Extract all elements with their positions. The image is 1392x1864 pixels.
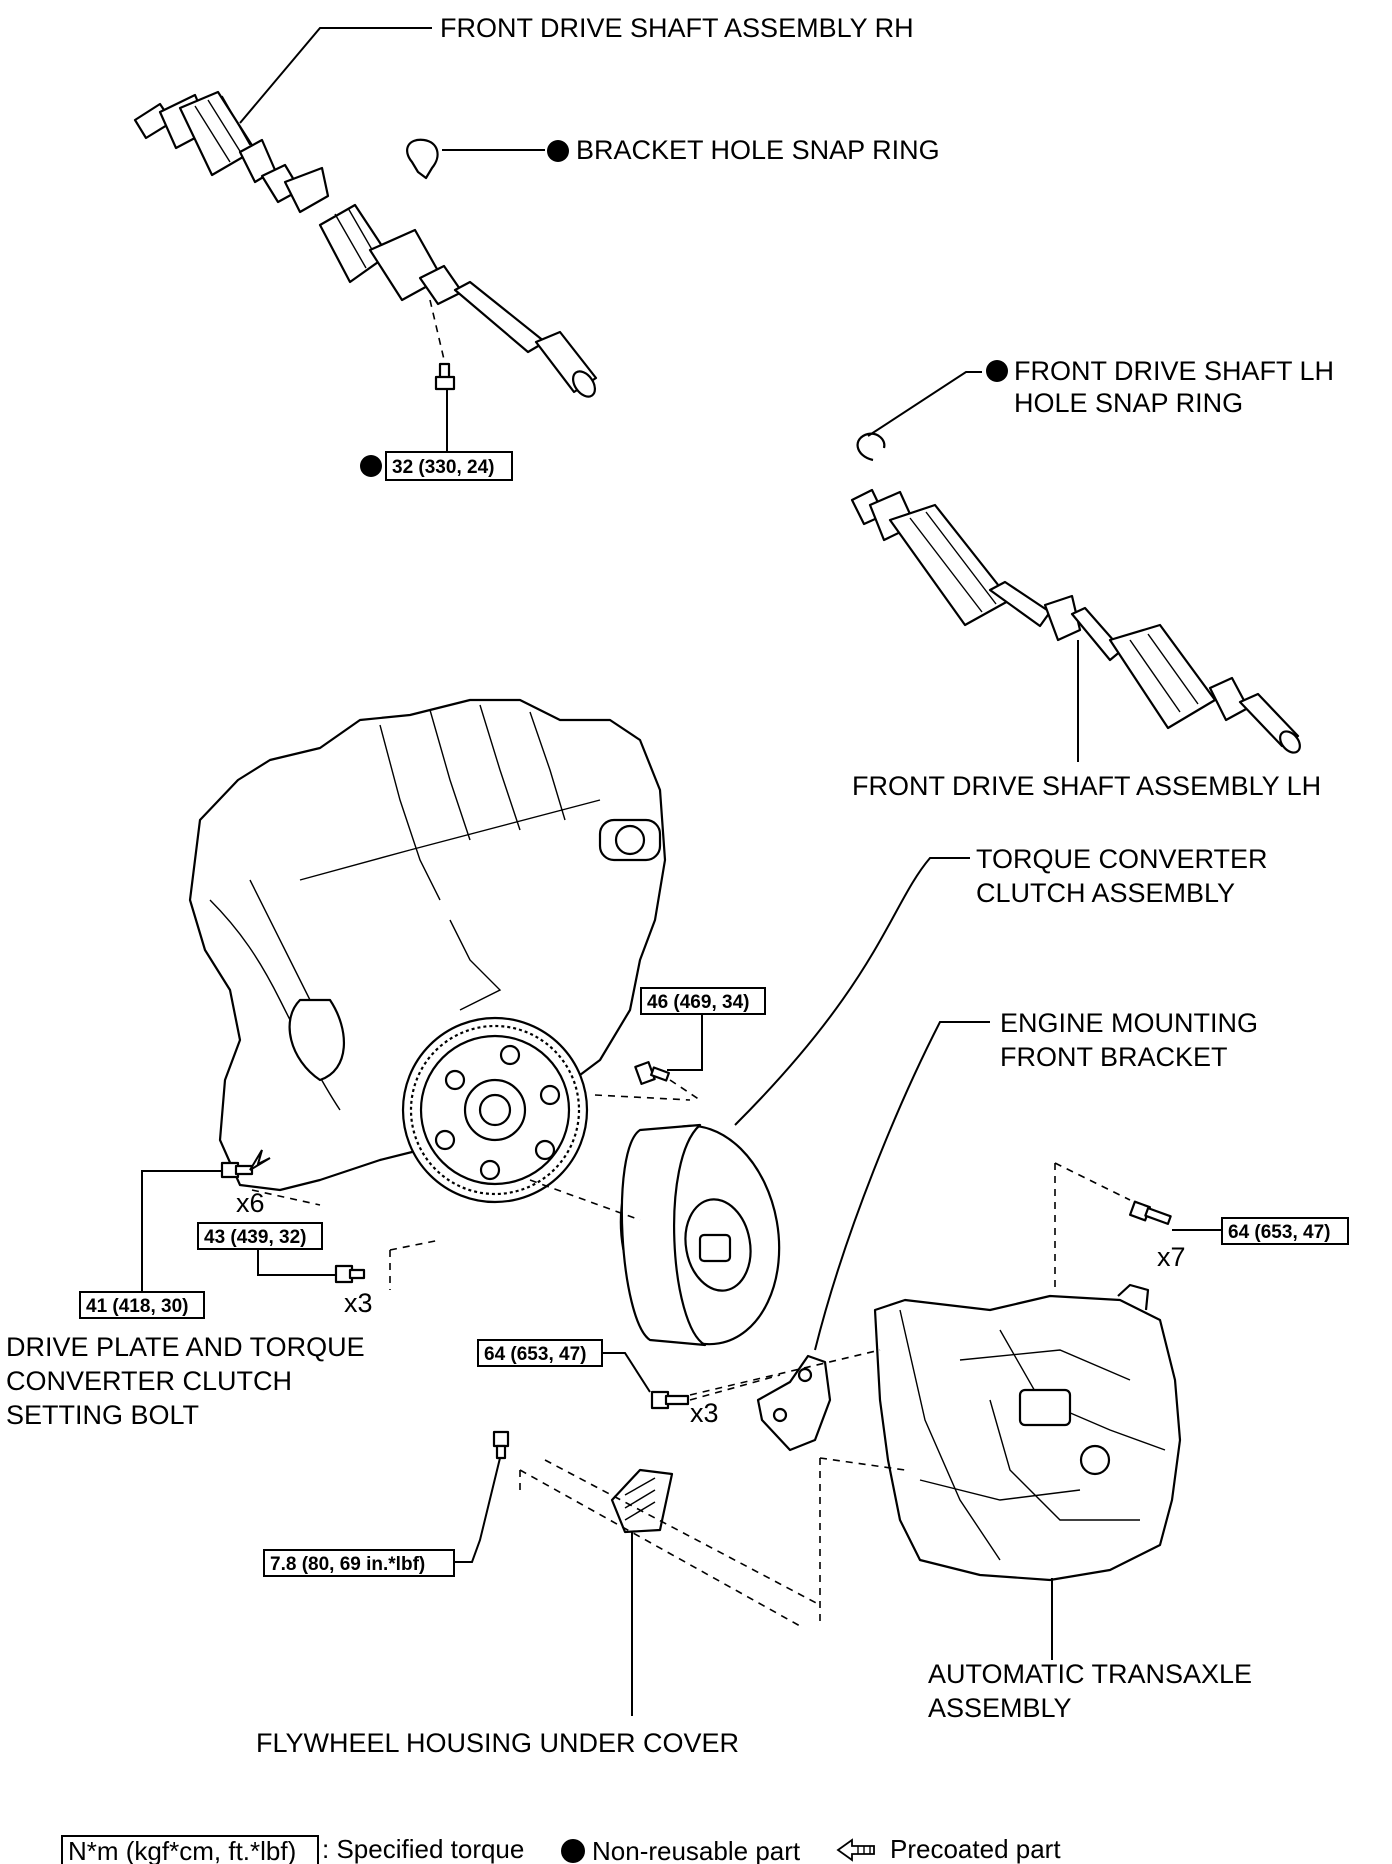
setting-bolt-torque: 41 (418, 30): [86, 1296, 188, 1317]
engine-bracket-label-line-2: FRONT BRACKET: [1000, 1042, 1228, 1072]
bracket-hole-snap-ring-drawing: [406, 138, 439, 180]
legend-precoated-icon: [836, 1838, 875, 1862]
engine-bolt-torque: 43 (439, 32): [204, 1227, 306, 1248]
lh-snap-ring-label-line-1: FRONT DRIVE SHAFT LH: [1014, 356, 1334, 386]
engine-bolt-quantity: x3: [344, 1288, 373, 1318]
flywheel-bolt-torque: 46 (469, 34): [647, 992, 749, 1013]
cover-bolt-drawing: [492, 1430, 510, 1460]
bracket-bolt-drawing: [650, 1390, 690, 1410]
engine-bracket-label-line-1: ENGINE MOUNTING: [1000, 1008, 1258, 1038]
transaxle-bolt-torque: 64 (653, 47): [1228, 1222, 1330, 1243]
torque-converter-label-line-1: TORQUE CONVERTER: [976, 844, 1268, 874]
rh-shaft-bolt-torque: 32 (330, 24): [392, 457, 494, 478]
legend-precoated-text: Precoated part: [890, 1834, 1061, 1864]
drive-shaft-lh-label: FRONT DRIVE SHAFT ASSEMBLY LH: [852, 771, 1321, 801]
rh-shaft-bolt-nonreusable-icon: [360, 455, 382, 477]
legend-nonreusable-text: Non-reusable part: [592, 1836, 801, 1864]
transaxle-bolt-drawing: [1128, 1200, 1172, 1225]
setting-bolt-label-line-3: SETTING BOLT: [6, 1400, 199, 1430]
transaxle-label-line-2: ASSEMBLY: [928, 1693, 1072, 1723]
lh-snap-ring-label-line-2: HOLE SNAP RING: [1014, 388, 1243, 418]
engine-assembly-drawing: [188, 698, 667, 1204]
legend-nonreusable-icon: [561, 1839, 585, 1863]
bracket-bolt-quantity: x3: [690, 1398, 719, 1428]
bracket-snap-ring-nonreusable-icon: [547, 140, 569, 162]
lh-hole-snap-ring-drawing: [856, 432, 886, 462]
flywheel-bolt-drawing: [634, 1061, 670, 1085]
transaxle-label-line-1: AUTOMATIC TRANSAXLE: [928, 1659, 1252, 1689]
legend-torque-text: : Specified torque: [322, 1834, 524, 1864]
under-cover-label: FLYWHEEL HOUSING UNDER COVER: [256, 1728, 739, 1758]
legend-torque-unit: N*m (kgf*cm, ft.*lbf): [68, 1836, 296, 1864]
cover-bolt-torque: 7.8 (80, 69 in.*lbf): [270, 1554, 425, 1575]
engine-mounting-front-bracket-drawing: [756, 1354, 832, 1452]
rh-shaft-bolt-drawing: [434, 362, 456, 391]
front-drive-shaft-rh-drawing: [133, 90, 598, 398]
lh-snap-ring-nonreusable-icon: [986, 360, 1008, 382]
setting-bolt-label-line-1: DRIVE PLATE AND TORQUE: [6, 1332, 365, 1362]
front-drive-shaft-lh-drawing: [850, 488, 1301, 754]
automatic-transaxle-drawing: [873, 1283, 1182, 1582]
transaxle-bolt-quantity: x7: [1157, 1242, 1186, 1272]
torque-converter-drawing: [619, 1123, 781, 1347]
legend: N*m (kgf*cm, ft.*lbf) : Specified torque…: [61, 1834, 1061, 1864]
bracket-snap-ring-label: BRACKET HOLE SNAP RING: [576, 135, 940, 165]
setting-bolt-quantity: x6: [236, 1188, 265, 1218]
precoated-arrow-icon: [249, 1149, 271, 1171]
torque-converter-label-line-2: CLUTCH ASSEMBLY: [976, 878, 1235, 908]
setting-bolt-drawing: [220, 1161, 254, 1179]
bracket-bolt-torque: 64 (653, 47): [484, 1344, 586, 1365]
drive-shaft-rh-label: FRONT DRIVE SHAFT ASSEMBLY RH: [440, 13, 914, 43]
engine-bolt-drawing: [334, 1264, 366, 1284]
setting-bolt-label-line-2: CONVERTER CLUTCH: [6, 1366, 292, 1396]
